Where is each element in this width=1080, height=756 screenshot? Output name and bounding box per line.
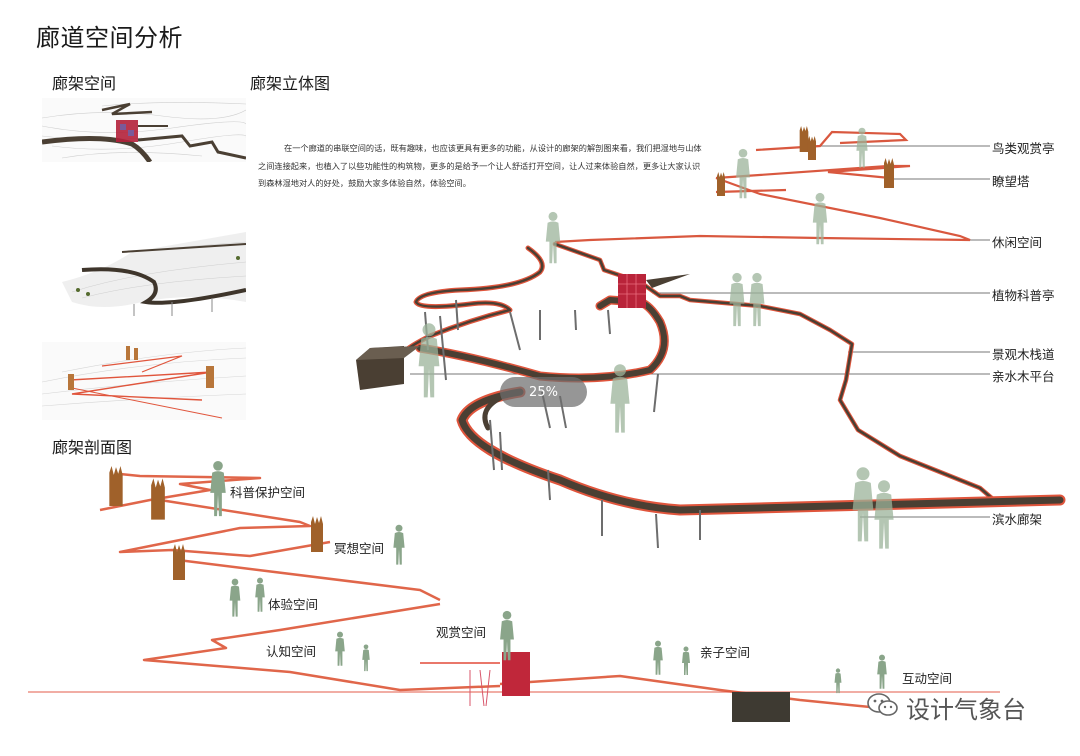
person-icon [255, 577, 265, 612]
callout-waterside-platform: 亲水木平台 [992, 369, 1055, 384]
plant-pavilion [618, 274, 690, 308]
person-icon [749, 272, 765, 327]
label-viewing: 观赏空间 [436, 625, 487, 640]
person-icon [877, 654, 887, 689]
label-experience: 体验空间 [268, 597, 319, 612]
person-icon [834, 668, 842, 694]
person-icon [874, 480, 894, 549]
loading-progress-pill: 25% [500, 377, 587, 407]
watermark-text: 设计气象台 [906, 696, 1026, 724]
aerial-thumbnail-1 [42, 98, 246, 162]
page-title: 廊道空间分析 [36, 24, 183, 52]
callout-waterside-corridor: 滨水廊架 [992, 512, 1043, 527]
person-icon [335, 631, 345, 666]
person-icon [545, 211, 561, 264]
person-icon [653, 640, 663, 675]
person-icon [729, 272, 745, 327]
progress-label: 25% [529, 384, 558, 400]
dark-block [732, 692, 790, 722]
tower-icon [884, 158, 894, 188]
person-icon [362, 644, 370, 672]
tower-icon [799, 126, 809, 152]
label-interaction: 互动空间 [902, 671, 953, 686]
leader-lines [410, 145, 990, 518]
tower-icon [151, 478, 165, 520]
corridor-3d-heading: 廊架立体图 [250, 74, 331, 93]
person-icon [229, 578, 241, 617]
label-science-protection: 科普保护空间 [230, 485, 306, 500]
person-icon [812, 192, 828, 245]
description-paragraph: 在一个廊道的串联空间的话，既有趣味，也应该更具有更多的功能，从设计的廊架的解剖图… [258, 143, 702, 188]
callout-watchtower: 瞭望塔 [992, 174, 1030, 189]
figures-3d [418, 127, 894, 549]
label-meditation: 冥想空间 [334, 541, 385, 556]
section-corridor [99, 472, 881, 710]
waterside-platform-building [356, 346, 420, 390]
tower-icon [109, 466, 123, 506]
label-parent-child: 亲子空间 [700, 645, 751, 660]
callout-leisure-space: 休闲空间 [992, 235, 1043, 250]
person-icon [682, 646, 690, 675]
tower-icon [808, 136, 816, 160]
person-icon [852, 467, 874, 542]
label-cognition: 认知空间 [266, 644, 317, 659]
tower-icon [311, 516, 323, 552]
upper-corridor [554, 130, 971, 244]
wechat-icon [866, 691, 900, 725]
watermark: 设计气象台 [866, 690, 1026, 725]
person-icon [393, 524, 405, 565]
corridor-space-heading: 廊架空间 [52, 74, 117, 93]
viewing-pavilion [469, 652, 530, 707]
aerial-thumbnail-2 [42, 232, 246, 316]
callout-plant-pavilion: 植物科普亭 [992, 288, 1055, 303]
corridor-section-heading: 廊架剖面图 [52, 438, 133, 457]
callout-bird-pavilion: 鸟类观赏亭 [992, 141, 1055, 156]
aerial-thumbnail-3 [42, 342, 246, 420]
tower-icon [173, 544, 185, 580]
callout-boardwalk: 景观木栈道 [992, 347, 1055, 362]
tower-icon [717, 172, 725, 196]
